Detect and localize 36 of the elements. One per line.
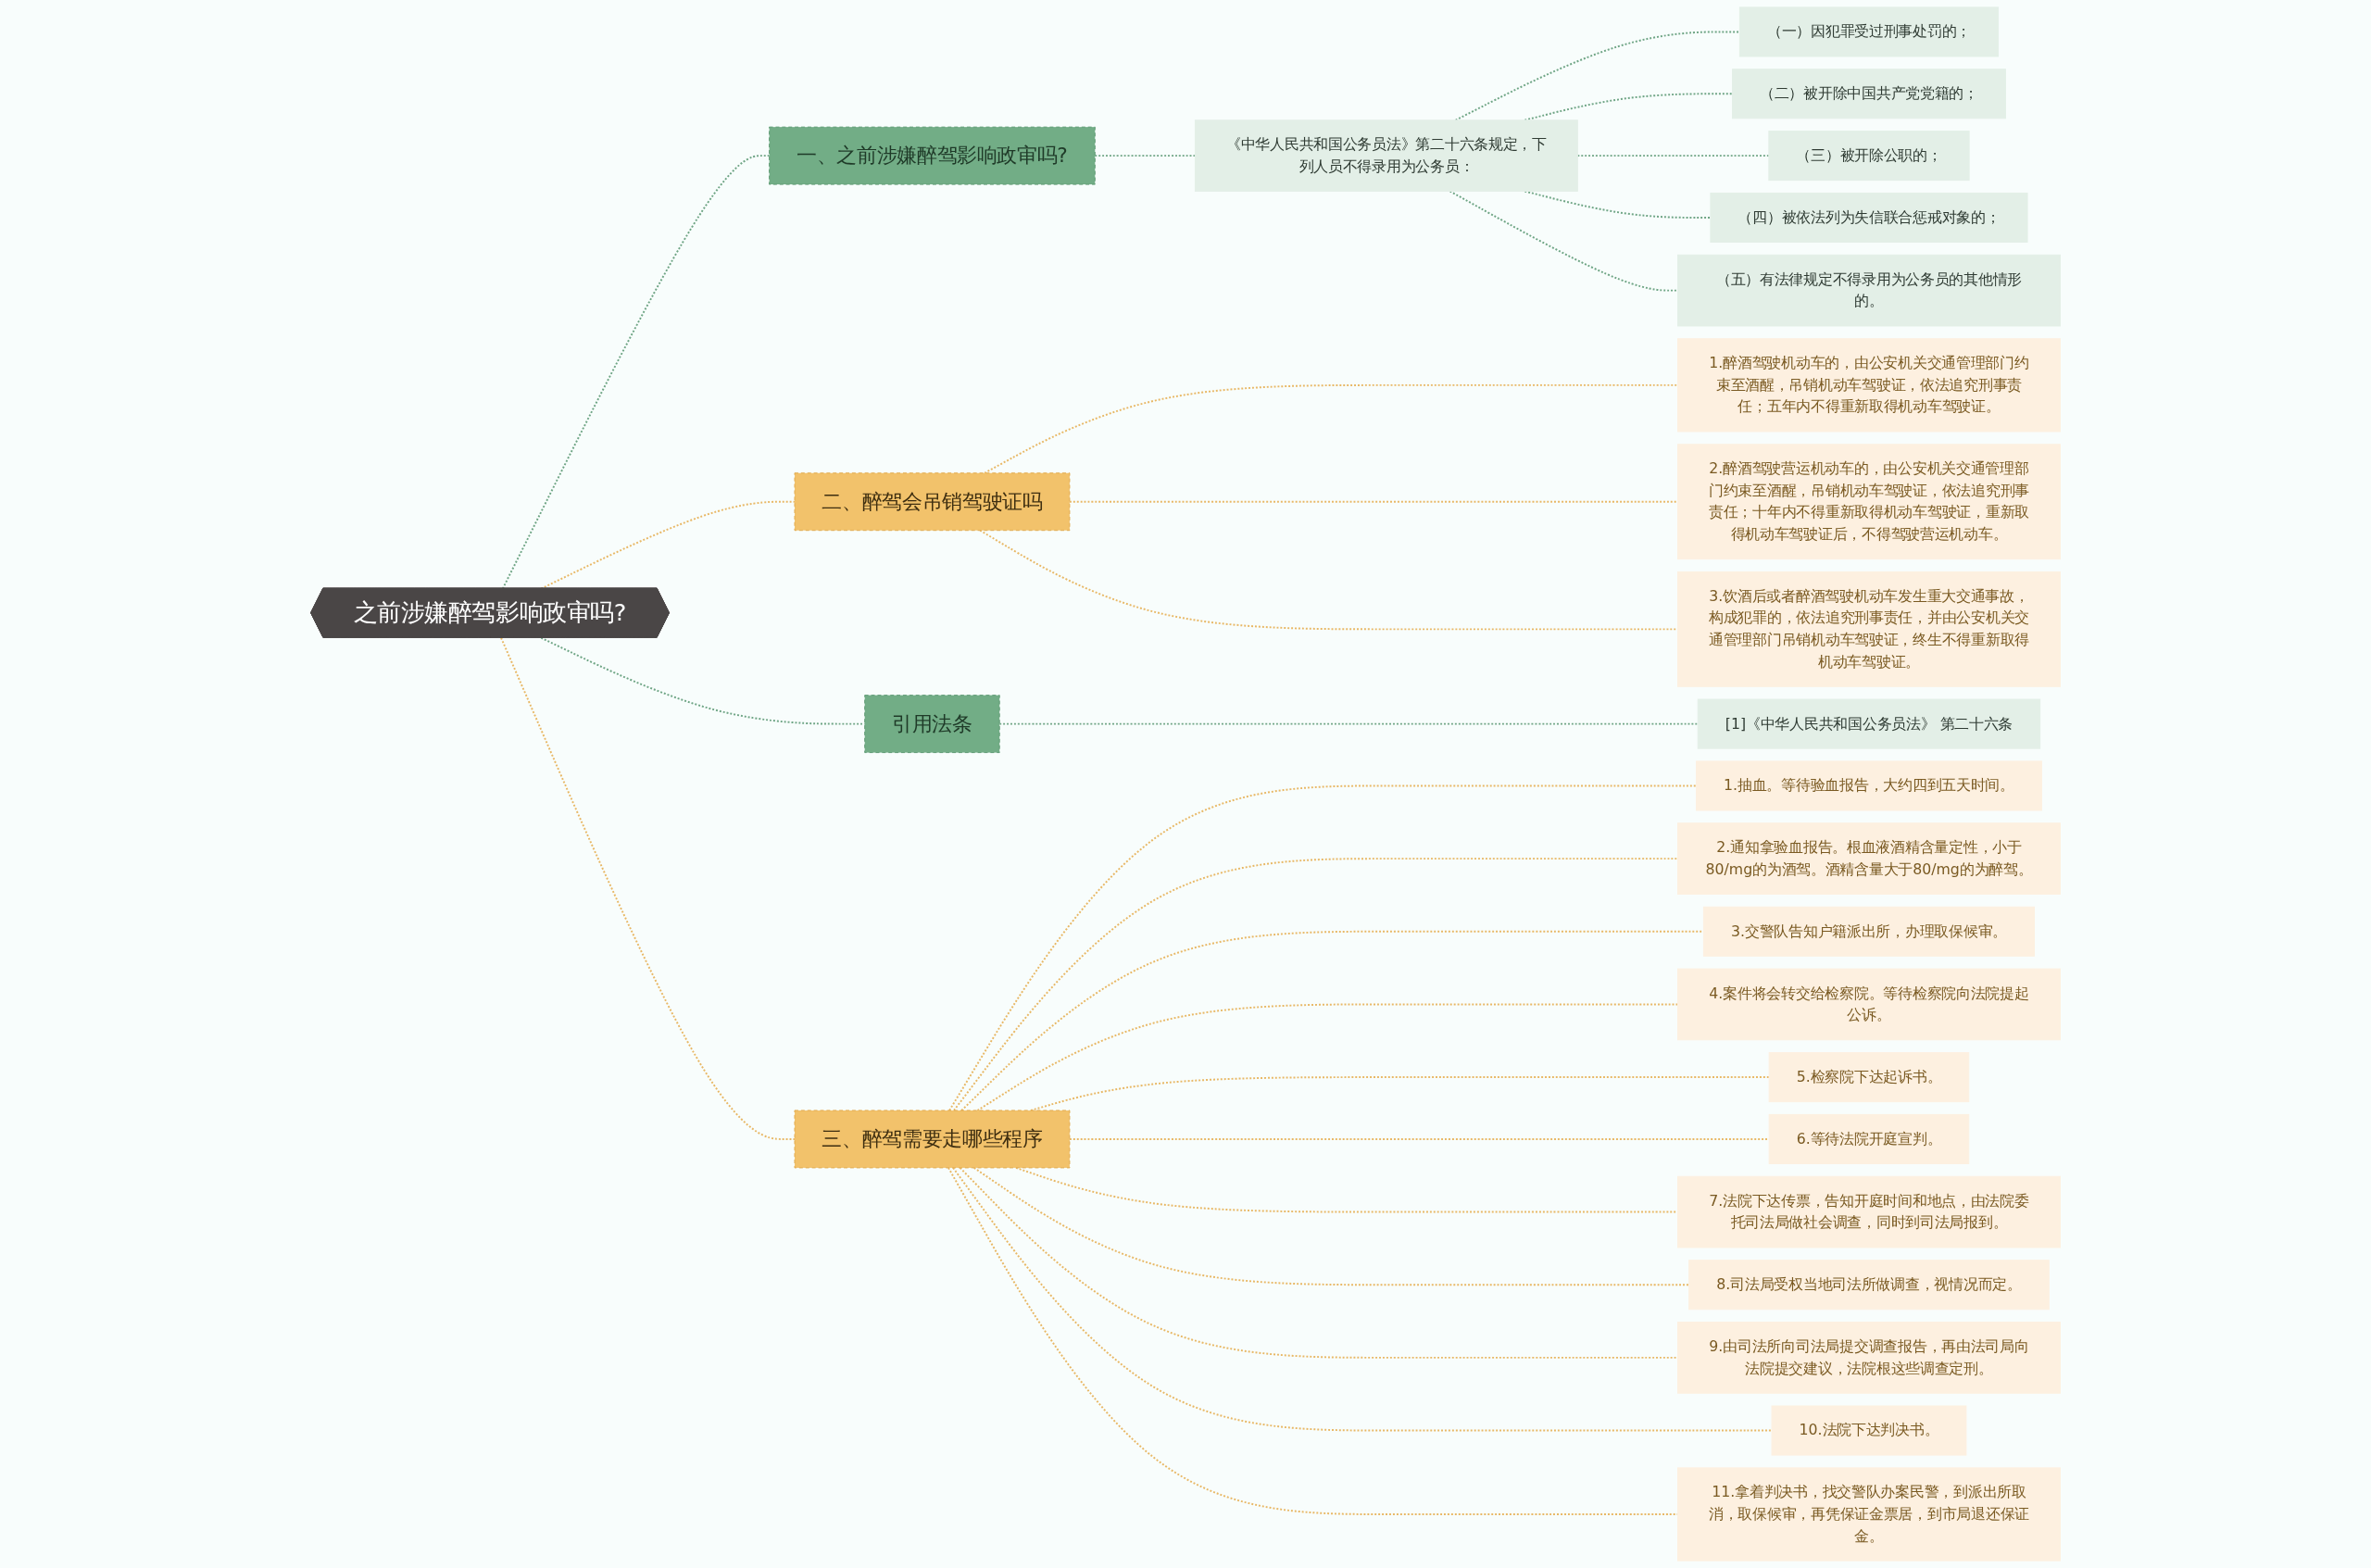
connector <box>952 858 1679 1111</box>
node-box: （三）被开除公职的； <box>1768 131 1970 182</box>
connector <box>1449 190 1679 292</box>
node-box: 8.司法局受权当地司法所做调查，视情况而定。 <box>1688 1260 2050 1311</box>
node-box: 4.案件将会转交给检察院。等待检察院向法院提起公诉。 <box>1677 968 2061 1041</box>
node-box: 一、之前涉嫌醉驾影响政审吗? <box>769 126 1096 185</box>
node-box: 2.通知拿验血报告。根血液酒精含量定性，小于80/mg的为酒驾。酒精含量大于80/mg的为醉驾。 <box>1677 822 2061 895</box>
connector <box>1068 500 1679 503</box>
connector <box>959 1166 1679 1359</box>
node-box: 1.抽血。等待验血报告，大约四到五天时间。 <box>1696 760 2042 811</box>
connector <box>948 784 1698 1111</box>
connector <box>947 1166 1679 1515</box>
connector <box>1094 155 1197 157</box>
node-box: （一）因犯罪受过刑事处罚的； <box>1738 6 2000 57</box>
node-box: 三、醉驾需要走哪些程序 <box>794 1110 1071 1169</box>
node-box: 3.饮酒后或者醉酒驾驶机动车发生重大交通事故，构成犯罪的，依法追究刑事责任，并由公安机关交通管理部门吊销机动车驾驶证，终生不得重新取得机动车驾驶证。 <box>1677 571 2061 687</box>
node-box: 2.醉酒驾驶营运机动车的，由公安机关交通管理部门约束至酒醒，吊销机动车驾驶证，依法追究刑事责任；十年内不得重新取得机动车驾驶证，重新取得机动车驾驶证后，不得驾驶营运机动车。 <box>1677 444 2061 560</box>
node-box: 7.法院下达传票，告知开庭时间和地点，由法院委托司法局做社会调查，同时到司法局报到。 <box>1677 1175 2061 1248</box>
node-box: 引用法条 <box>864 695 1000 754</box>
node-box: （四）被依法列为失信联合惩戒对象的； <box>1710 192 2028 243</box>
node-box: 10.法院下达判决书。 <box>1771 1405 1967 1456</box>
node-box: 《中华人民共和国公务员法》第二十六条规定，下列人员不得录用为公务员： <box>1194 119 1578 192</box>
node-box: （五）有法律规定不得录用为公务员的其他情形的。 <box>1677 254 2061 327</box>
node-box: 3.交警队告知户籍派出所，办理取保候审。 <box>1702 906 2036 957</box>
node-box: 5.检察院下达起诉书。 <box>1768 1052 1970 1103</box>
node-box: 9.由司法所向司法局提交调查报告，再由法司局向法院提交建议，法院根这些调查定刑。 <box>1677 1322 2061 1394</box>
connector <box>998 722 1700 725</box>
node-box: （二）被开除中国共产党党籍的； <box>1732 69 2006 119</box>
node-box: [1]《中华人民共和国公务员法》 第二十六条 <box>1697 698 2041 749</box>
node-box: 11.拿着判决书，找交警队办案民警，到派出所取消，取保候审，再凭保证金票居，到市局退还保证金。 <box>1677 1467 2061 1562</box>
connector <box>972 1166 1690 1286</box>
connector <box>952 1166 1774 1432</box>
node-box: 1.醉酒驾驶机动车的，由公安机关交通管理部门约束至酒醒，吊销机动车驾驶证，依法追究刑事责任；五年内不得重新取得机动车驾驶证。 <box>1677 338 2061 433</box>
node-box: 二、醉驾会吊销驾驶证吗 <box>794 472 1071 532</box>
node-box: 6.等待法院开庭宣判。 <box>1768 1113 1970 1164</box>
connector <box>1576 155 1770 157</box>
